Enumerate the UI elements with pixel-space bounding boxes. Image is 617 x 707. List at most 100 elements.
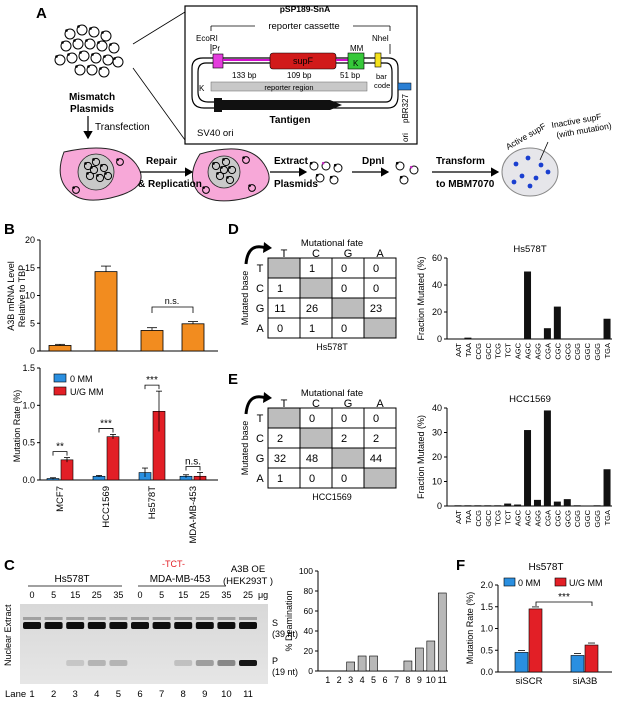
b-top-bar [181,323,205,352]
y-tick-label: 60 [432,253,442,263]
gel-image [20,604,268,684]
matrix-cell-line-label: HCC1569 [312,492,352,502]
ecori-label: EcoRI [196,34,218,43]
tantigen-arrow [214,100,342,110]
matrix-cell [267,427,301,449]
matrix-value: 0 [309,473,315,485]
mismatch-label-2: Plasmids [70,104,114,115]
plasmid-mark [202,186,205,189]
colony [511,179,517,185]
plasmid-icon [227,165,237,175]
dose-label: 25 [92,590,102,600]
b-top-bar [140,330,164,352]
plasmid-icon [321,161,331,171]
codon-label: GGG [593,510,602,528]
dose-label: 25 [243,590,253,600]
codon-label: TAA [464,510,473,524]
codon-label: CCG [474,343,483,360]
fraction-bar [553,306,561,339]
y-tick-label: 0 [437,501,442,511]
plasmid-mark [55,55,58,58]
matrix-cell [331,427,365,449]
plasmid-icon [54,54,66,66]
matrix-cell [331,277,365,299]
substrate-band [44,622,63,629]
fraction-bar [524,430,532,506]
plasmid-mark [321,161,325,165]
matrix-cell [299,317,333,339]
f-bar [514,652,529,673]
plasmid-icon [225,175,235,185]
base-row-label: G [256,453,265,465]
matrix-value: 48 [306,453,318,465]
matrix-cell [363,407,397,429]
panel-letter-b: B [4,221,15,238]
tantigen-label: Tantigen [270,115,311,126]
fraction-bar [504,503,512,506]
mismatch-plasmid-cluster [54,24,124,78]
matrix-cell [331,407,365,429]
fraction-bar [494,505,502,506]
p-label: P [272,656,278,666]
codon-label: CGA [543,510,552,526]
lane-tick-label: 6 [382,675,387,685]
codon-label: CGA [543,343,552,359]
plasmid-icon [215,171,225,181]
digested-plasmids [395,161,419,185]
reporter-cassette-label: reporter cassette [268,21,339,32]
plasmid-icon [219,165,229,175]
lane-label: Lane [5,689,26,700]
plasmid-icon [221,157,231,167]
y-tick-label: 15 [25,263,35,273]
plasmid-mark [216,172,219,175]
len-109: 109 bp [287,71,312,80]
f-bar [584,644,599,673]
diagonal-cell [267,257,301,279]
mismatch-label-1: Mismatch [69,92,115,103]
dose-label: 0 [29,590,34,600]
codon-label: AAT [454,343,463,357]
product-band [87,660,106,666]
fate-col-label: G [344,398,353,410]
k-left-label: K [199,84,205,93]
plasmid-icon [89,165,99,175]
significance-mark: *** [146,375,158,386]
dose-label: 35 [221,590,231,600]
mda-label: MDA-MB-453 [150,574,211,585]
lane-number: 4 [94,689,99,700]
matrix-value: 0 [373,263,379,275]
codon-label: TCT [504,343,513,358]
codon-label: CGG [573,510,582,527]
plasmid-mark [77,25,80,28]
dose-label: 25 [200,590,210,600]
codon-label: TCG [494,343,503,359]
substrate-band [66,622,85,629]
plasmid-icon [399,175,409,185]
codon-label: GGG [593,343,602,361]
substrate-band [174,622,193,629]
y-tick-label: 0.0 [480,667,493,677]
plasmid-mark [65,29,68,32]
chart-ylabel: Fraction Mutated (%) [416,415,426,499]
plasmid-mark [395,161,399,165]
pbr327-label: pBR327 [401,94,410,123]
y-tick-label: 0.0 [22,475,35,485]
codon-label: TCT [504,510,513,525]
panel-letter-f: F [456,557,465,574]
lane-number: 11 [243,689,253,700]
f-category-label: siA3B [573,676,598,687]
y-tick-label: 10 [25,291,35,301]
transform-label-2: to MBM7070 [436,179,495,190]
base-row-label: G [256,303,265,315]
matrix-cell [299,467,333,489]
plasmid-icon [78,50,90,62]
lane-tick-label: 8 [405,675,410,685]
codon-label: TGA [603,510,612,525]
lane-number: 10 [221,689,232,700]
plasmid-icon [242,156,250,164]
panel-letter-e: E [228,371,238,388]
f-significance: *** [558,592,570,603]
